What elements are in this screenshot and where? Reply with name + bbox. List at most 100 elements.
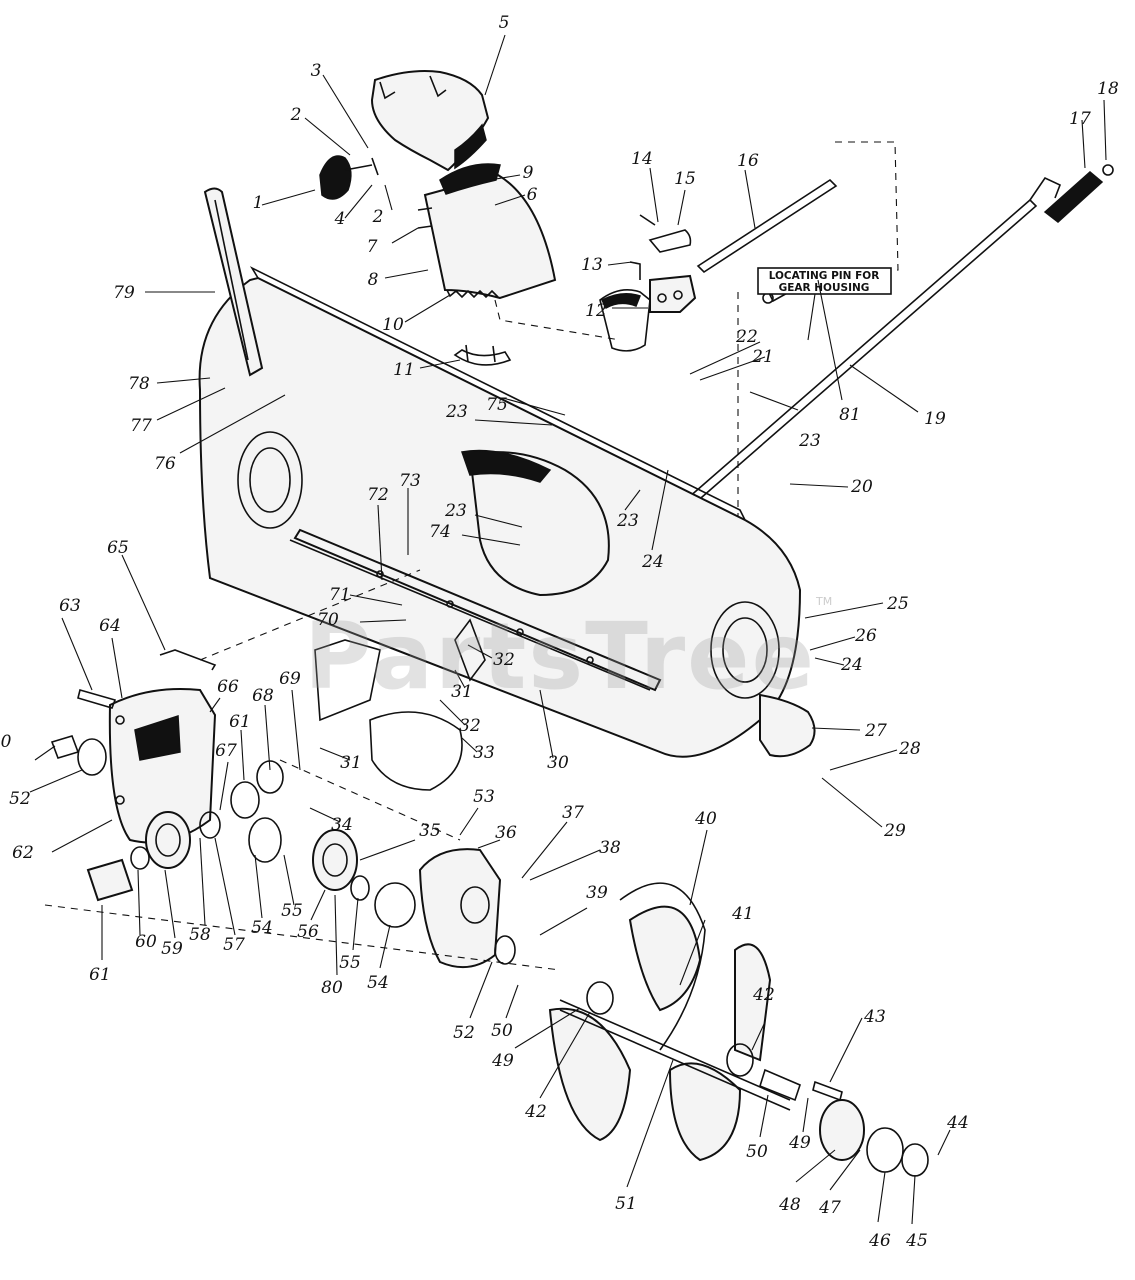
watermark-text: PartsTree	[304, 603, 816, 710]
callout-48: 48	[778, 1195, 801, 1215]
callout-72: 72	[367, 485, 389, 505]
callout-51: 51	[615, 1194, 637, 1214]
callout-47: 47	[818, 1198, 841, 1218]
watermark-tm: TM	[815, 595, 832, 608]
callout-58: 58	[189, 925, 211, 945]
callout-50: 50	[746, 1142, 768, 1162]
chute-clamp	[453, 344, 512, 366]
callout-9: 9	[523, 163, 534, 183]
callout-27: 27	[864, 721, 887, 741]
bushings-left	[50, 735, 134, 902]
callout-32: 32	[493, 650, 515, 670]
handle-post	[203, 187, 264, 377]
callout-38: 38	[599, 838, 621, 858]
auger-bearings-right	[586, 981, 929, 1177]
callout-25: 25	[886, 594, 909, 614]
callout-55: 55	[339, 953, 361, 973]
callout-2: 2	[290, 105, 302, 125]
callout-32: 32	[459, 716, 481, 736]
callout-39: 39	[586, 883, 608, 903]
bolt-63	[77, 689, 117, 709]
spacers	[350, 875, 516, 965]
auger-housing	[198, 266, 802, 758]
callout-6: 6	[527, 185, 538, 205]
callout-20: 20	[850, 477, 873, 497]
locating-pin-note: LOCATING PIN FOR GEAR HOUSING	[757, 267, 892, 341]
callout-61: 61	[89, 965, 111, 985]
auger-spiral	[548, 882, 791, 1162]
callout-76: 76	[154, 454, 176, 474]
callout-24: 24	[840, 655, 863, 675]
callout-15: 15	[674, 169, 696, 189]
callout-52: 52	[453, 1023, 475, 1043]
leader-lines	[29, 34, 1107, 1225]
callout-46: 46	[868, 1231, 891, 1251]
callout-2: 2	[372, 207, 384, 227]
callout-70: 70	[317, 610, 339, 630]
gear-case	[418, 848, 502, 969]
callout-52: 52	[9, 789, 31, 809]
callout-31: 31	[451, 682, 473, 702]
shave-plate	[314, 618, 486, 791]
callout-77: 77	[130, 416, 152, 436]
callout-10: 10	[382, 315, 404, 335]
watermark: PartsTree TM	[304, 595, 832, 710]
callout-36: 36	[495, 823, 517, 843]
callout-16: 16	[737, 151, 759, 171]
callout-34: 34	[331, 815, 353, 835]
callout-61: 61	[229, 712, 251, 732]
deflector-knob	[319, 155, 379, 200]
callout-0: 0	[1, 732, 12, 752]
callout-44: 44	[946, 1113, 969, 1133]
callout-23: 23	[444, 501, 467, 521]
callout-55: 55	[281, 901, 303, 921]
callout-50: 50	[491, 1021, 513, 1041]
worm-gear	[312, 829, 358, 891]
callout-68: 68	[252, 686, 274, 706]
callout-7: 7	[367, 237, 378, 257]
callout-23: 23	[798, 431, 821, 451]
callout-18: 18	[1097, 79, 1119, 99]
callout-22: 22	[735, 327, 758, 347]
callout-62: 62	[12, 843, 34, 863]
callout-43: 43	[863, 1007, 886, 1027]
callout-21: 21	[751, 347, 774, 367]
note-line-1: LOCATING PIN FOR	[769, 270, 880, 282]
callout-81: 81	[839, 405, 861, 425]
callout-69: 69	[279, 669, 301, 689]
callout-54: 54	[367, 973, 389, 993]
callout-12: 12	[585, 301, 607, 321]
callout-23: 23	[445, 402, 468, 422]
callout-56: 56	[297, 922, 319, 942]
callout-4: 4	[334, 209, 346, 229]
callout-45: 45	[905, 1231, 928, 1251]
callout-31: 31	[340, 753, 362, 773]
chute-deflector	[370, 70, 490, 172]
callout-64: 64	[99, 616, 121, 636]
callout-26: 26	[854, 626, 877, 646]
callout-49: 49	[788, 1133, 811, 1153]
callout-59: 59	[161, 939, 183, 959]
callout-13: 13	[581, 255, 603, 275]
callout-75: 75	[486, 395, 508, 415]
callout-37: 37	[562, 803, 584, 823]
callout-14: 14	[631, 149, 653, 169]
callout-23: 23	[616, 511, 639, 531]
callout-63: 63	[59, 596, 81, 616]
callout-41: 41	[731, 904, 754, 924]
callout-73: 73	[399, 471, 421, 491]
callout-28: 28	[898, 739, 921, 759]
callout-42: 42	[752, 985, 775, 1005]
callout-17: 17	[1069, 109, 1091, 129]
callout-80: 80	[321, 978, 343, 998]
callout-65: 65	[107, 538, 129, 558]
pulley	[130, 811, 191, 870]
callout-33: 33	[473, 743, 495, 763]
callout-74: 74	[429, 522, 451, 542]
callout-19: 19	[924, 409, 946, 429]
callout-24: 24	[641, 552, 664, 572]
callout-57: 57	[223, 935, 245, 955]
key-65	[159, 649, 217, 671]
callout-35: 35	[419, 821, 441, 841]
